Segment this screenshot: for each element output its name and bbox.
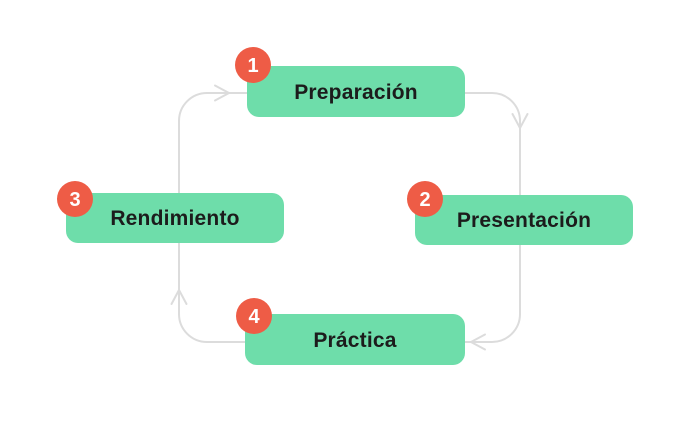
arrowhead-up-icon bbox=[170, 289, 188, 305]
step-label: Práctica bbox=[313, 329, 396, 352]
step-label: Rendimiento bbox=[110, 207, 239, 230]
step-label: Preparación bbox=[294, 81, 418, 104]
step-number: 3 bbox=[69, 189, 80, 211]
step-box bbox=[245, 314, 465, 365]
step-number: 1 bbox=[247, 55, 258, 77]
step-number-badge bbox=[57, 181, 93, 217]
step-number-badge bbox=[236, 298, 272, 334]
step-practica: Práctica 4 bbox=[236, 298, 465, 365]
step-number: 4 bbox=[248, 306, 260, 328]
step-rendimiento: Rendimiento 3 bbox=[57, 181, 284, 243]
step-preparacion: Preparación 1 bbox=[235, 47, 465, 117]
step-label: Presentación bbox=[457, 209, 591, 232]
arrowhead-left-icon bbox=[470, 333, 486, 351]
step-number: 2 bbox=[419, 189, 430, 211]
step-box bbox=[415, 195, 633, 245]
step-box bbox=[66, 193, 284, 243]
step-presentacion: Presentación 2 bbox=[407, 181, 633, 245]
step-number-badge bbox=[407, 181, 443, 217]
arrowhead-down-icon bbox=[511, 113, 529, 129]
step-box bbox=[247, 66, 465, 117]
step-number-badge bbox=[235, 47, 271, 83]
arrowhead-right-icon bbox=[214, 84, 230, 102]
cycle-path bbox=[178, 92, 521, 343]
